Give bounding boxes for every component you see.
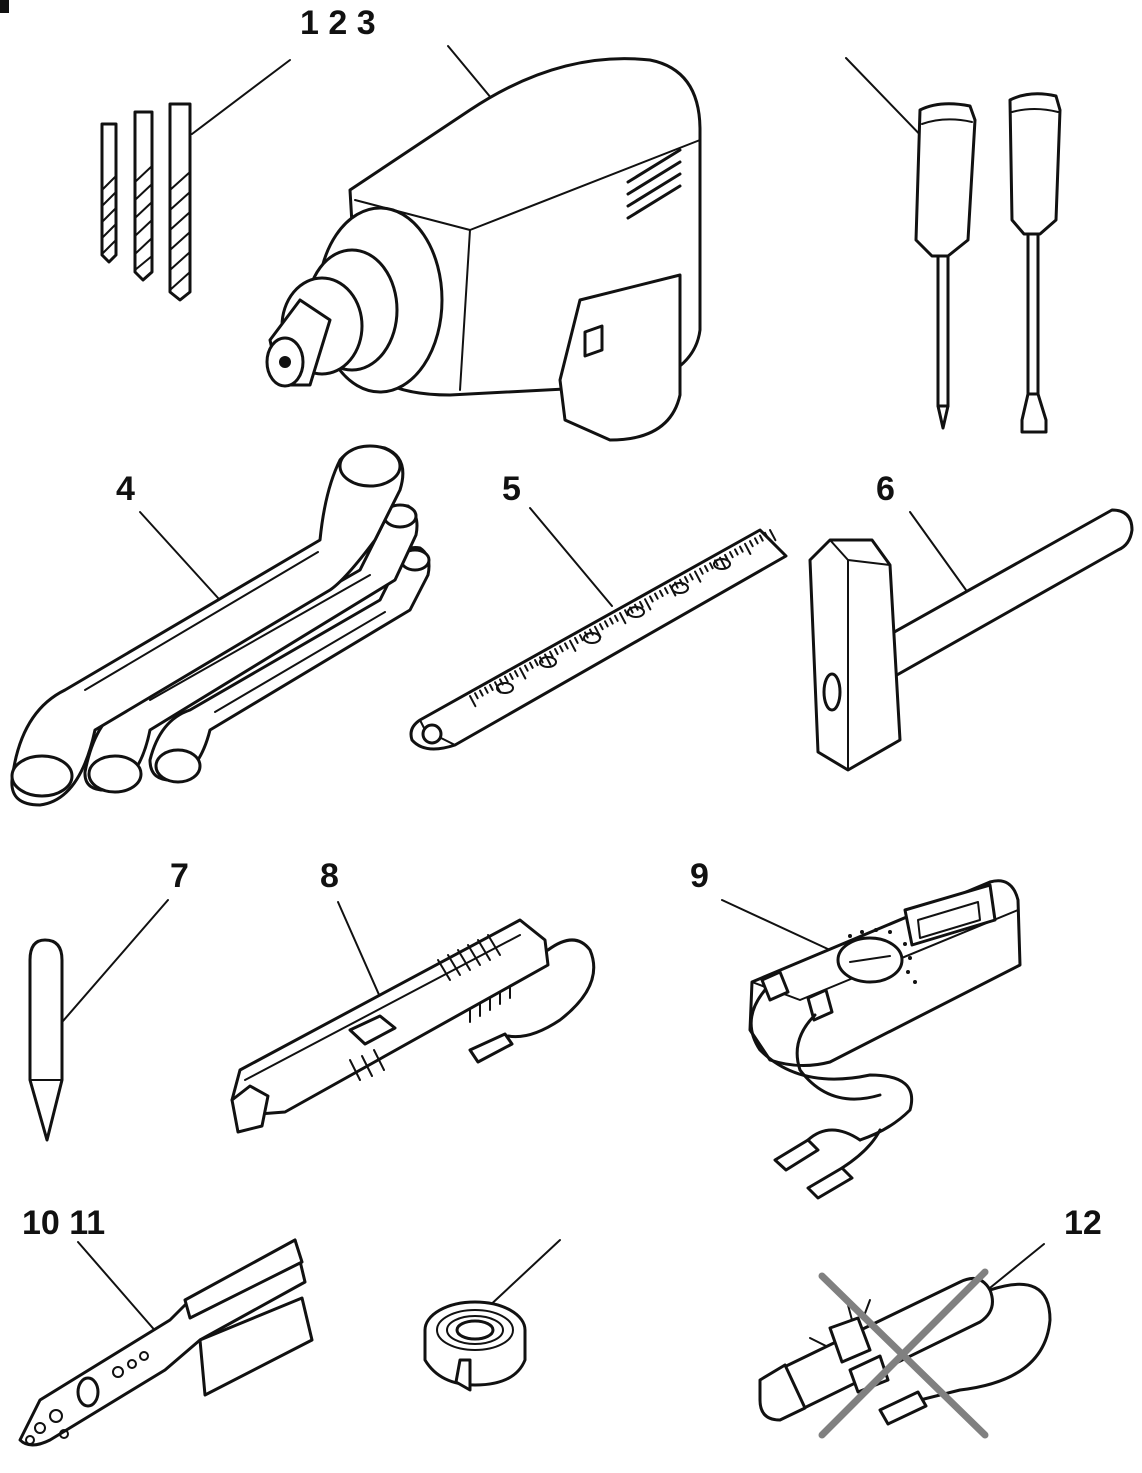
ruler-tick [529,661,534,669]
wire-stripper-icon [230,901,596,1134]
ruler-tick [764,531,769,539]
ruler-tick [519,667,527,680]
insulating-tape-icon [423,1239,561,1392]
ruler-tick [649,595,654,603]
crimping-pliers-icon [18,1238,314,1447]
ruler-tick [704,565,709,573]
ruler-tick [469,695,477,708]
ruler-tick [759,534,764,542]
hammer-icon [808,508,1134,772]
label-hammer: 6 [876,470,895,508]
ruler-tick [694,570,702,583]
ruler-tick [699,567,704,575]
ruler-tick [569,639,577,652]
ruler-tick [749,540,754,548]
ruler-tick [659,589,664,597]
ring-spanners-icon [10,444,431,807]
ruler-tick [754,537,759,545]
crossed-out-voltage-tester-icon [758,1243,1052,1439]
ruler-tick [574,636,579,644]
label-drill-group: 1 2 3 [300,4,376,42]
ruler-tick [524,664,529,672]
ruler-tick [609,617,614,625]
ruler-tick [639,600,644,608]
ruler-tick [739,545,744,553]
ruler-tick [514,670,519,678]
label-punch: 7 [170,857,189,895]
ruler-tick [559,645,564,653]
ruler-tick [599,623,604,631]
power-drill-icon [265,45,702,442]
ruler-tick [709,562,714,570]
ruler-tick [509,672,514,680]
ruler-tick [564,642,569,650]
ruler-tick [644,598,652,611]
ruler-tick [744,542,752,555]
ruler-tick [664,587,669,595]
ruler-tick [689,573,694,581]
ruler-tick [554,648,559,656]
drill-bits-icon [100,59,291,302]
ruler-tick [579,634,584,642]
cross-out-mark [818,1268,989,1439]
ruler-tick [549,650,554,658]
center-punch-icon [28,899,169,1142]
label-multimeter: 9 [690,857,709,895]
ruler-tick [654,592,659,600]
label-stripper: 8 [320,857,339,895]
ruler-tick [684,576,689,584]
ruler-tick [734,548,739,556]
ruler-tick [769,529,777,542]
label-wrenches: 4 [116,470,135,508]
label-pliers: 10 11 [22,1204,105,1242]
corner-mark [0,0,9,13]
ruler-tick [619,612,627,625]
ruler-icon [409,507,788,751]
ruler-tick [729,551,734,559]
ruler-tick [604,620,609,628]
ruler-tick [489,683,494,691]
ruler-tick [624,609,629,617]
label-tester: 12 [1064,1204,1102,1242]
ruler-tick [484,686,489,694]
multimeter-icon [721,879,1022,1200]
ruler-tick [614,614,619,622]
ruler-tick [504,675,509,683]
ruler-tick [534,659,539,667]
ruler-tick [479,689,484,697]
label-ruler: 5 [502,470,521,508]
ruler-tick [474,692,479,700]
screwdrivers-icon [845,57,1062,434]
